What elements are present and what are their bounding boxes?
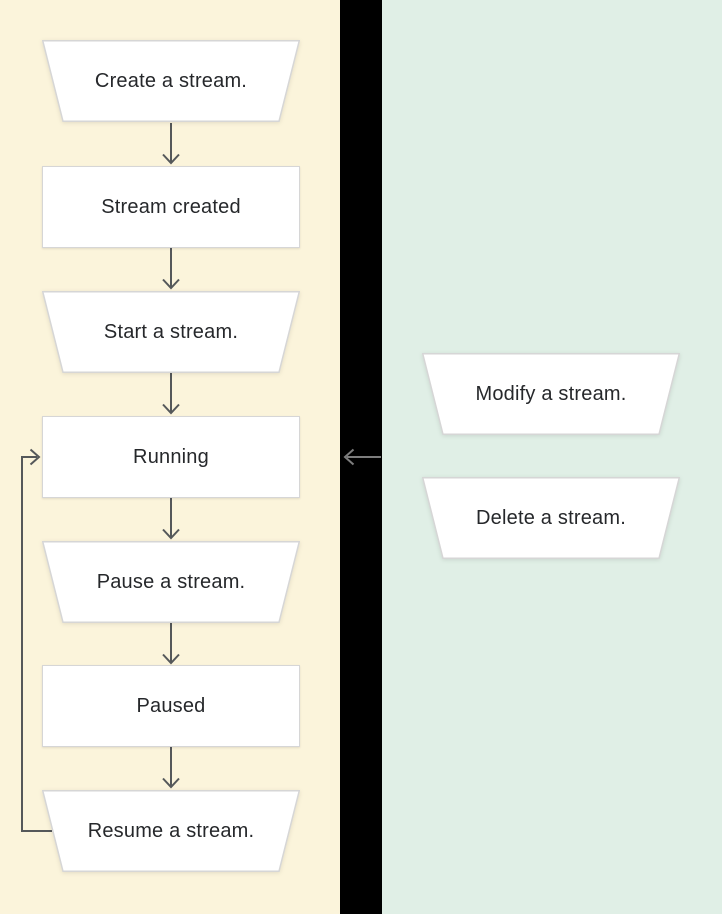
node-label: Paused [136,694,206,717]
node-label: Start a stream. [103,320,239,343]
trapezoid-shape [42,790,300,872]
flow-node-stream-created: Stream created [42,166,300,248]
rectangle-shape [42,166,300,248]
flow-node-resume-a-stream: Resume a stream. [42,790,300,872]
flow-node-pause-a-stream: Pause a stream. [42,541,300,623]
trapezoid-shape [422,353,680,435]
flow-node-delete-a-stream: Delete a stream. [422,477,680,559]
node-label: Delete a stream. [476,506,626,529]
node-label: Pause a stream. [96,570,246,593]
flow-node-start-a-stream: Start a stream. [42,291,300,373]
node-label: Modify a stream. [475,382,627,405]
flow-node-create-a-stream: Create a stream. [42,40,300,122]
node-label: Create a stream. [94,69,248,92]
rectangle-shape [42,416,300,498]
trapezoid-shape [422,477,680,559]
trapezoid-shape [42,291,300,373]
flow-node-modify-a-stream: Modify a stream. [422,353,680,435]
node-label: Resume a stream. [87,819,255,842]
node-label: Stream created [101,195,241,218]
trapezoid-shape [42,40,300,122]
vertical-divider [340,0,382,914]
flow-node-paused: Paused [42,665,300,747]
flow-node-running: Running [42,416,300,498]
node-label: Running [133,445,209,468]
rectangle-shape [42,665,300,747]
trapezoid-shape [42,541,300,623]
right-panel-background [382,0,722,914]
